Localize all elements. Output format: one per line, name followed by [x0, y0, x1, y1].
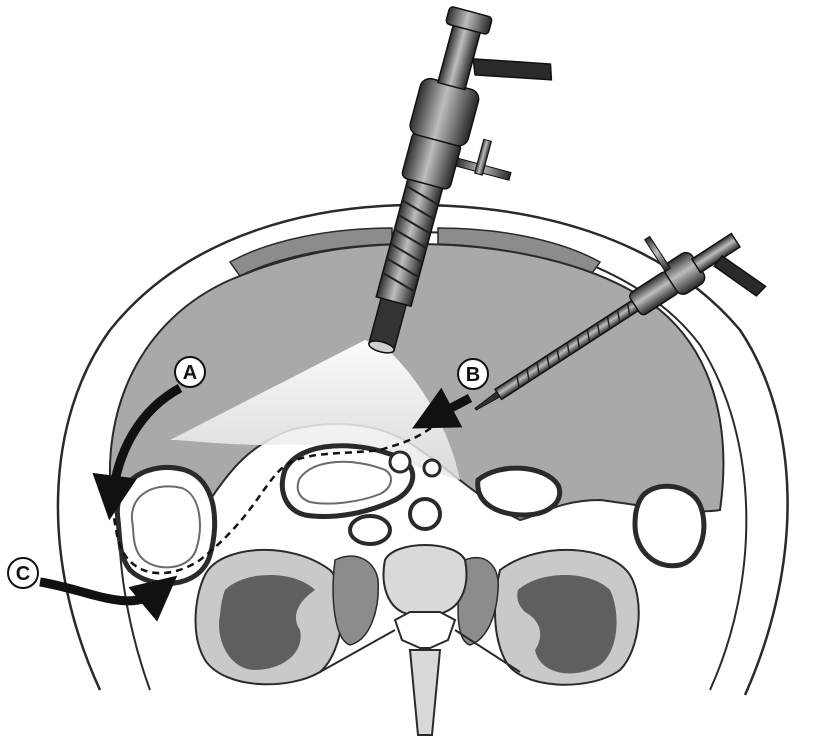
- label-a: A: [175, 357, 205, 387]
- colon-left-middle: [478, 468, 560, 515]
- label-c: C: [8, 558, 38, 588]
- vessel-2: [424, 460, 440, 476]
- vessel-1: [390, 452, 410, 472]
- svg-text:A: A: [183, 362, 197, 384]
- psoas-right: [333, 556, 378, 645]
- vena-cava: [350, 516, 390, 544]
- kidney-left: [495, 550, 639, 685]
- arrow-c: [40, 582, 160, 601]
- svg-text:C: C: [16, 563, 30, 585]
- label-b: B: [458, 359, 488, 389]
- colon-left: [635, 486, 704, 566]
- colon-right: [117, 467, 214, 583]
- kidney-right: [196, 550, 343, 684]
- aorta: [410, 499, 440, 529]
- svg-text:B: B: [466, 364, 480, 386]
